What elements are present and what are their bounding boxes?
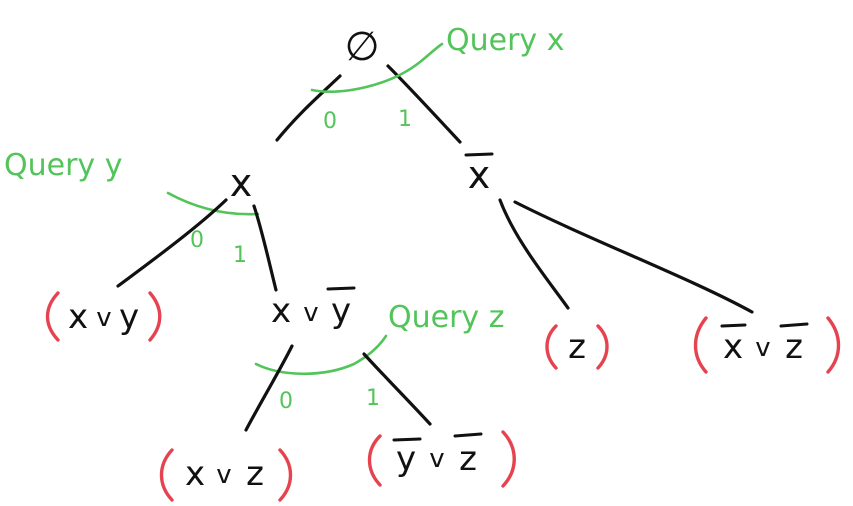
leaf-not-y-or-not-z-overbar-2	[453, 432, 483, 438]
leaf-x-or-y-left-paren	[45, 291, 60, 342]
query-y-label: Query y	[4, 148, 122, 183]
node-x-or-not-y-overbar	[326, 286, 356, 291]
leaf-z-var: z	[568, 327, 586, 367]
leaf-not-y-or-not-z-var-2: z	[459, 439, 477, 479]
leaf-not-y-or-not-z-or: v	[429, 444, 444, 474]
edge-x-or-not-y-to-not-y-or-not-z	[362, 352, 432, 426]
leaf-not-x-or-not-z-overbar-2	[779, 322, 809, 328]
edge-x-to-x-or-y	[116, 198, 228, 288]
branch-label-root-0: 0	[323, 109, 337, 134]
leaf-x-or-y-or: v	[96, 303, 111, 333]
leaf-not-y-or-not-z: y v z	[367, 430, 516, 488]
root-label: ∅	[345, 24, 380, 70]
leaf-x-or-y-right-paren	[148, 291, 162, 342]
leaf-not-x-or-not-z-var-2: z	[785, 327, 803, 367]
leaf-not-x-or-not-z-right-paren	[826, 316, 841, 374]
node-not-x: x	[464, 152, 494, 197]
leaf-not-x-or-not-z-left-paren	[693, 316, 708, 374]
branch-label-root-1: 1	[398, 107, 412, 132]
leaf-x-or-y-var-2: y	[119, 297, 139, 337]
leaf-x-or-y: x v y	[45, 291, 162, 342]
leaf-not-x-or-not-z: x v z	[693, 316, 841, 374]
node-x-or-not-y-or: v	[303, 298, 318, 328]
leaf-x-or-z-or: v	[216, 460, 231, 490]
query-y-arc	[166, 191, 260, 216]
edge-x-to-x-or-not-y	[252, 204, 278, 292]
leaf-not-x-or-not-z-var-1: x	[723, 327, 743, 367]
leaf-z: z	[545, 324, 609, 370]
node-x-or-not-y-var-2: y	[331, 291, 351, 331]
branch-label-x-1: 1	[233, 243, 247, 268]
edge-root-to-not-x	[386, 64, 462, 144]
leaf-not-y-or-not-z-var-1: y	[396, 439, 416, 479]
edge-not-x-to-z	[498, 198, 570, 310]
node-x-or-not-y: x v y	[271, 286, 356, 331]
node-not-x-overbar	[464, 152, 494, 157]
query-x-label: Query x	[446, 23, 564, 58]
leaf-z-right-paren	[596, 324, 609, 370]
edge-x-or-not-y-to-x-or-z	[244, 344, 294, 432]
node-not-x-label: x	[468, 153, 491, 197]
leaf-not-x-or-not-z-or: v	[755, 333, 770, 363]
leaf-x-or-z-left-paren	[159, 448, 174, 502]
query-z-label: Query z	[388, 300, 504, 335]
leaf-x-or-z-var-2: z	[246, 454, 264, 494]
leaf-not-y-or-not-z-right-paren	[501, 430, 516, 488]
leaf-not-y-or-not-z-left-paren	[367, 434, 382, 487]
branch-label-x-0: 0	[190, 228, 204, 253]
branch-label-z-1: 1	[366, 386, 380, 411]
branch-label-z-0: 0	[279, 389, 293, 414]
root-node: ∅	[345, 24, 380, 70]
node-x-label: x	[230, 161, 253, 205]
edge-root-to-x	[275, 74, 342, 142]
edge-not-x-to-not-x-or-not-z	[513, 200, 754, 314]
node-x: x	[230, 161, 253, 205]
leaf-x-or-z-right-paren	[278, 448, 293, 502]
leaf-x-or-z: x v z	[159, 448, 293, 502]
leaf-x-or-z-var-1: x	[185, 454, 205, 494]
leaf-not-x-or-not-z-overbar-1	[720, 323, 747, 328]
leaf-not-y-or-not-z-overbar-1	[392, 437, 422, 442]
query-x-arc	[310, 42, 444, 93]
leaf-x-or-y-var-1: x	[68, 297, 88, 337]
leaf-z-left-paren	[545, 324, 558, 370]
node-x-or-not-y-var-1: x	[271, 291, 291, 331]
